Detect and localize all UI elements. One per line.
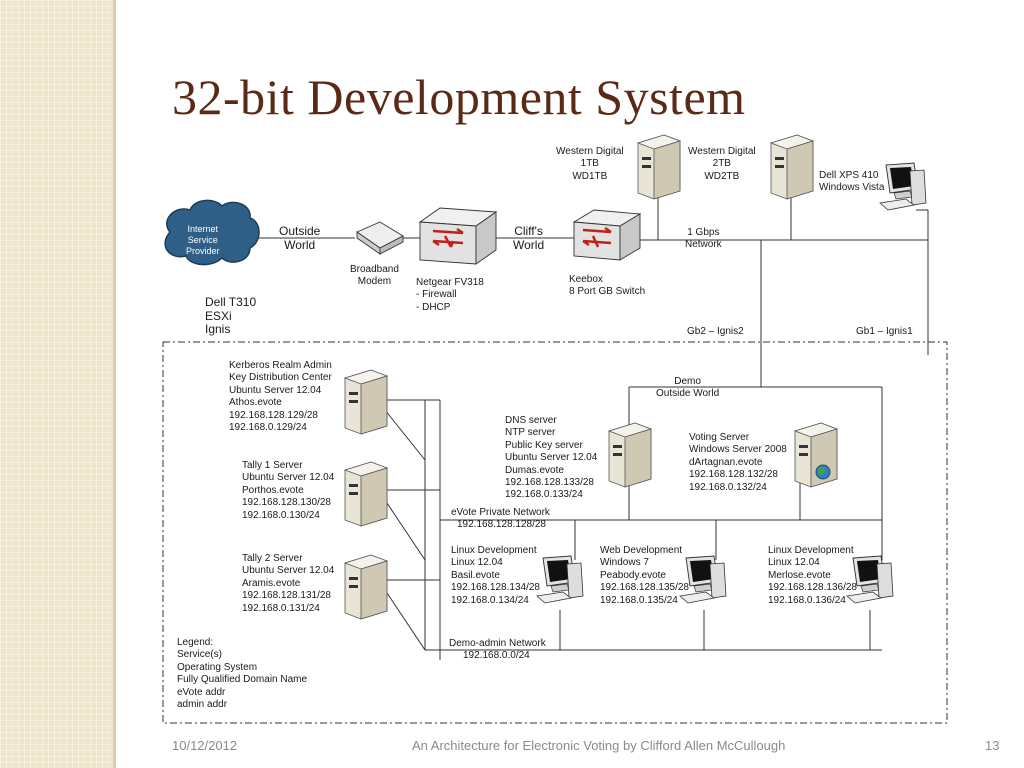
wd2tb-server-icon [770,134,814,200]
basil-workstation-icon [536,555,584,604]
internet-cloud-icon [164,199,260,266]
side-strip-edge [113,0,116,768]
gb1-label: Gb1 – Ignis1 [856,326,913,337]
dns-server-icon [608,422,652,488]
kerberos-server-icon [344,369,388,435]
dell-xps-workstation-icon [879,162,927,211]
tally2-server-icon [344,554,388,620]
esxi-host-boundary [162,341,948,724]
modem-icon [356,221,404,255]
page-number: 13 [985,738,1000,753]
wan-links [255,192,929,660]
firewall-router-icon [418,207,498,265]
tally1-server-icon [344,461,388,527]
gb2-label: Gb2 – Ignis2 [687,326,744,337]
footer-text: An Architecture for Electronic Voting by… [412,738,786,753]
wd1tb-server-icon [637,134,681,200]
globe-land-icon [818,467,826,476]
firewall-label: Netgear FV318- Firewall- DHCP [416,277,484,313]
decorative-side-strip [0,0,113,768]
voting-server-icon [794,422,838,488]
slide-title: 32-bit Development System [172,69,746,125]
switch-icon [572,209,642,261]
footer-date: 10/12/2012 [172,738,238,753]
